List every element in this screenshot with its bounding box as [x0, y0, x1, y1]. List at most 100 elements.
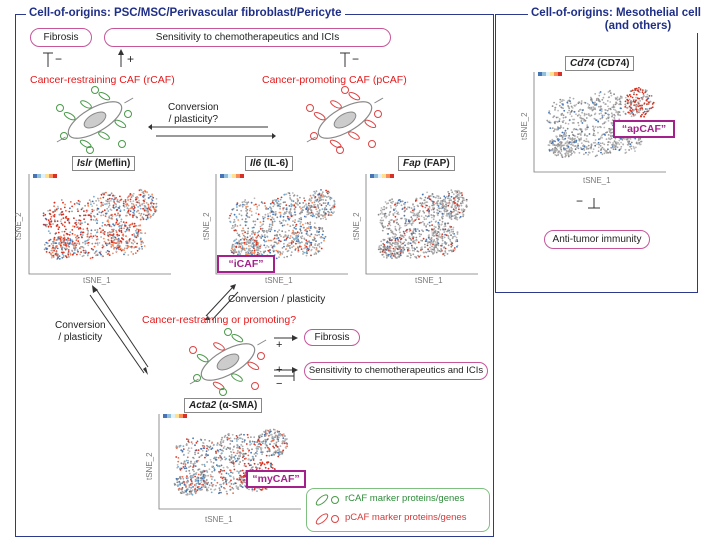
tsne-cell-point [89, 257, 92, 260]
tsne-cell-point [381, 213, 384, 215]
tsne-cell-point [144, 198, 146, 201]
tsne-cell-point [251, 243, 254, 246]
tsne-cell-point [262, 440, 265, 443]
tsne-cell-point [421, 246, 423, 248]
tsne-cell-point [69, 252, 72, 255]
tsne-cell-point [59, 220, 62, 223]
tsne-cell-point [258, 440, 261, 442]
tsne-cell-point [200, 479, 202, 482]
tsne-cell-point [225, 472, 228, 475]
tsne-cell-point [77, 222, 80, 224]
tsne-cell-point [254, 220, 257, 223]
tsne-cell-point [222, 476, 225, 479]
tsne-cell-point [282, 449, 285, 452]
tsne-cell-point [609, 150, 611, 153]
tsne-cell-point [264, 446, 267, 449]
right-panel-title-line1: Cell-of-origins: Mesothelial cell [531, 7, 701, 19]
tsne-cell-point [211, 475, 214, 478]
tsne-cell-point [88, 238, 90, 241]
tsne-cell-point [635, 141, 638, 144]
tsne-cell-point [252, 243, 255, 246]
tsne-cell-point [452, 248, 455, 251]
tsne-cell-point [238, 457, 241, 460]
tsne-cell-point [418, 230, 421, 232]
tsne-cell-point [425, 201, 428, 203]
tsne-cell-point [415, 230, 417, 232]
tsne-cell-point [77, 240, 80, 243]
cluster-label-apcaf: “apCAF” [613, 120, 675, 138]
tsne-cell-point [195, 473, 198, 476]
tsne-cell-point [230, 251, 233, 254]
tsne-cell-point [433, 239, 436, 241]
tsne-cell-point [250, 464, 252, 466]
tsne-cell-point [204, 465, 206, 468]
tsne-cell-point [325, 191, 328, 194]
tsne-cell-point [418, 255, 420, 258]
tsne-cell-point [227, 433, 229, 436]
tsne-cell-point [140, 212, 143, 215]
tsne-cell-point [554, 153, 557, 156]
tsne-cell-point [120, 220, 123, 223]
tsne-cell-point [309, 241, 312, 244]
tsne-cell-point [195, 460, 198, 462]
tsne-cell-point [256, 452, 259, 455]
color-key-swatch [232, 174, 236, 178]
tsne-cell-point [441, 235, 444, 238]
tsne-cell-point [239, 253, 242, 255]
tsne-cell-point [232, 487, 235, 490]
tsne-cell-point [97, 207, 100, 210]
tsne-cell-point [391, 236, 394, 238]
tsne-cell-point [560, 146, 562, 148]
tsne-cell-point [598, 113, 601, 115]
tsne-cell-point [581, 148, 584, 151]
tsne-cell-point [613, 144, 616, 146]
tsne-cell-point [303, 197, 305, 200]
tsne-cell-point [273, 453, 276, 456]
tsne-cell-point [548, 149, 551, 152]
tsne-cell-point [232, 492, 234, 494]
tsne-cell-point [235, 245, 238, 248]
conversion-arrow-left [89, 285, 149, 375]
tsne-cell-point [124, 223, 126, 225]
tsne-cell-point [77, 210, 79, 213]
tsne-cell-point [419, 239, 422, 242]
tsne-cell-point [132, 192, 135, 195]
tsne-cell-point [274, 436, 276, 439]
tsne-cell-point [117, 223, 119, 226]
tsne-cell-point [94, 234, 97, 237]
tsne-cell-point [243, 462, 246, 465]
tsne-cell-point [248, 449, 250, 452]
tsne-cell-point [128, 224, 131, 227]
legend-rcaf-text: rCAF marker proteins/genes [345, 493, 465, 504]
tsne-cell-point [313, 239, 315, 242]
tsne-cell-point [318, 228, 321, 231]
tsne-cell-point [430, 209, 433, 211]
tsne-cell-point [207, 474, 209, 477]
tsne-cell-point [263, 202, 266, 204]
tsne-cell-point [401, 208, 404, 210]
tsne-cell-point [395, 229, 398, 232]
tsne-cell-point [136, 250, 139, 252]
tsne-cell-point [124, 251, 127, 254]
tsne-cell-point [391, 257, 393, 260]
tsne-cell-point [249, 252, 251, 255]
tsne-cell-point [112, 194, 114, 197]
tsne-cell-point [433, 225, 436, 228]
xlabel-fap: tSNE_1 [415, 276, 443, 285]
tsne-cell-point [267, 213, 269, 215]
tsne-cell-point [178, 487, 181, 490]
tsne-cell-point [584, 119, 587, 122]
tsne-cell-point [58, 258, 61, 260]
tsne-cell-point [242, 229, 245, 232]
tsne-cell-point [277, 436, 280, 439]
tsne-cell-point [597, 150, 600, 152]
tsne-cell-point [551, 143, 554, 146]
tsne-cell-point [640, 105, 643, 108]
tsne-cell-point [150, 209, 152, 212]
tsne-cell-point [274, 241, 277, 244]
tsne-cell-point [245, 214, 248, 217]
tsne-cell-point [392, 247, 395, 250]
tsne-cell-point [86, 210, 89, 213]
tsne-cell-point [316, 213, 319, 216]
tsne-cell-point [573, 104, 576, 107]
